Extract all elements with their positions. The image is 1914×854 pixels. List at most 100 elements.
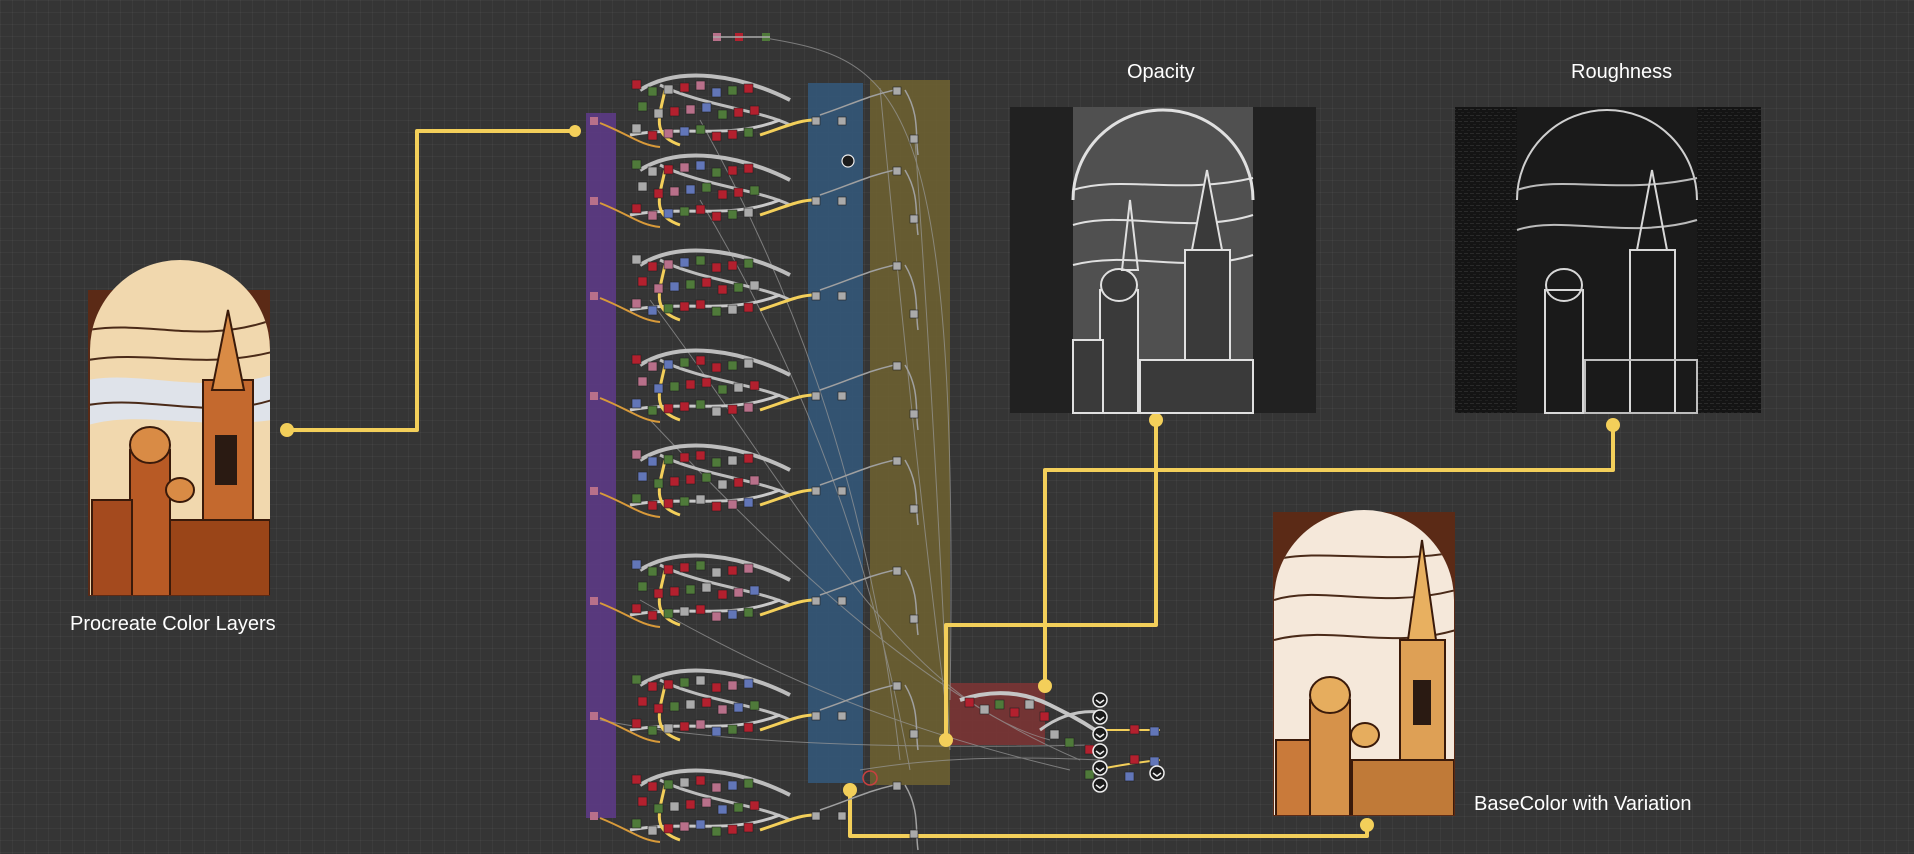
graph-node[interactable] — [964, 697, 975, 708]
graph-node[interactable] — [590, 197, 598, 205]
roughness-preview-node[interactable] — [1455, 107, 1761, 414]
graph-node[interactable] — [631, 203, 642, 214]
graph-node[interactable] — [811, 486, 821, 496]
graph-node[interactable] — [727, 260, 738, 271]
graph-node[interactable] — [727, 165, 738, 176]
graph-node[interactable] — [717, 589, 728, 600]
graph-node[interactable] — [892, 781, 902, 791]
graph-node[interactable] — [743, 83, 754, 94]
graph-node[interactable] — [685, 584, 696, 595]
graph-node[interactable] — [647, 261, 658, 272]
graph-node[interactable] — [669, 381, 680, 392]
graph-node[interactable] — [663, 403, 674, 414]
opacity-preview-node[interactable] — [1010, 107, 1316, 414]
graph-node[interactable] — [637, 796, 648, 807]
frame-purple[interactable] — [586, 113, 616, 818]
graph-node[interactable] — [663, 823, 674, 834]
graph-node[interactable] — [1124, 771, 1135, 782]
graph-node[interactable] — [733, 187, 744, 198]
graph-node[interactable] — [679, 126, 690, 137]
graph-node[interactable] — [1024, 699, 1035, 710]
graph-node[interactable] — [717, 189, 728, 200]
graph-node[interactable] — [685, 799, 696, 810]
graph-node[interactable] — [711, 306, 722, 317]
graph-node[interactable] — [1009, 707, 1020, 718]
graph-node[interactable] — [727, 209, 738, 220]
graph-node[interactable] — [837, 711, 847, 721]
graph-node[interactable] — [695, 675, 706, 686]
graph-node[interactable] — [631, 298, 642, 309]
graph-node[interactable] — [743, 563, 754, 574]
graph-node[interactable] — [743, 678, 754, 689]
graph-node[interactable] — [733, 802, 744, 813]
node-cluster[interactable] — [590, 153, 919, 236]
graph-node[interactable] — [590, 117, 598, 125]
graph-node[interactable] — [701, 472, 712, 483]
graph-node[interactable] — [631, 493, 642, 504]
graph-node[interactable] — [1049, 729, 1060, 740]
graph-node[interactable] — [909, 309, 919, 319]
graph-node[interactable] — [892, 261, 902, 271]
graph-node[interactable] — [1149, 756, 1160, 767]
graph-node[interactable] — [733, 382, 744, 393]
graph-node[interactable] — [743, 778, 754, 789]
node-cluster[interactable] — [590, 768, 919, 851]
graph-node[interactable] — [711, 457, 722, 468]
graph-node[interactable] — [590, 392, 598, 400]
graph-node[interactable] — [647, 305, 658, 316]
graph-node[interactable] — [811, 196, 821, 206]
graph-node[interactable] — [590, 812, 598, 820]
graph-node[interactable] — [711, 782, 722, 793]
graph-node[interactable] — [663, 303, 674, 314]
graph-node[interactable] — [711, 501, 722, 512]
graph-node[interactable] — [701, 797, 712, 808]
graph-node[interactable] — [892, 681, 902, 691]
graph-node[interactable] — [727, 680, 738, 691]
graph-node[interactable] — [631, 718, 642, 729]
graph-node[interactable] — [679, 452, 690, 463]
graph-node[interactable] — [679, 821, 690, 832]
graph-node[interactable] — [743, 722, 754, 733]
graph-node[interactable] — [749, 700, 760, 711]
graph-node[interactable] — [631, 123, 642, 134]
graph-node[interactable] — [679, 206, 690, 217]
graph-node[interactable] — [631, 774, 642, 785]
graph-node[interactable] — [743, 302, 754, 313]
graph-node[interactable] — [631, 674, 642, 685]
graph-node[interactable] — [647, 610, 658, 621]
graph-node[interactable] — [631, 398, 642, 409]
frame-olive[interactable] — [870, 80, 950, 785]
graph-node[interactable] — [663, 723, 674, 734]
graph-node[interactable] — [727, 404, 738, 415]
graph-node[interactable] — [679, 777, 690, 788]
graph-node[interactable] — [1149, 726, 1160, 737]
graph-node[interactable] — [631, 449, 642, 460]
graph-node[interactable] — [669, 106, 680, 117]
graph-node[interactable] — [653, 803, 664, 814]
graph-node[interactable] — [669, 476, 680, 487]
graph-node[interactable] — [743, 163, 754, 174]
graph-node[interactable] — [663, 164, 674, 175]
graph-node[interactable] — [679, 677, 690, 688]
graph-node[interactable] — [695, 494, 706, 505]
graph-node[interactable] — [892, 456, 902, 466]
graph-node[interactable] — [647, 825, 658, 836]
graph-node[interactable] — [701, 582, 712, 593]
graph-node[interactable] — [711, 262, 722, 273]
graph-node[interactable] — [653, 703, 664, 714]
node-cluster[interactable] — [590, 443, 919, 526]
graph-node[interactable] — [711, 826, 722, 837]
graph-node[interactable] — [837, 596, 847, 606]
graph-node[interactable] — [711, 211, 722, 222]
graph-node[interactable] — [590, 712, 598, 720]
graph-node[interactable] — [695, 160, 706, 171]
graph-node[interactable] — [909, 729, 919, 739]
graph-node[interactable] — [717, 804, 728, 815]
graph-node[interactable] — [909, 614, 919, 624]
graph-node[interactable] — [711, 131, 722, 142]
graph-node[interactable] — [695, 604, 706, 615]
graph-node[interactable] — [727, 304, 738, 315]
graph-node[interactable] — [837, 486, 847, 496]
graph-node[interactable] — [727, 724, 738, 735]
